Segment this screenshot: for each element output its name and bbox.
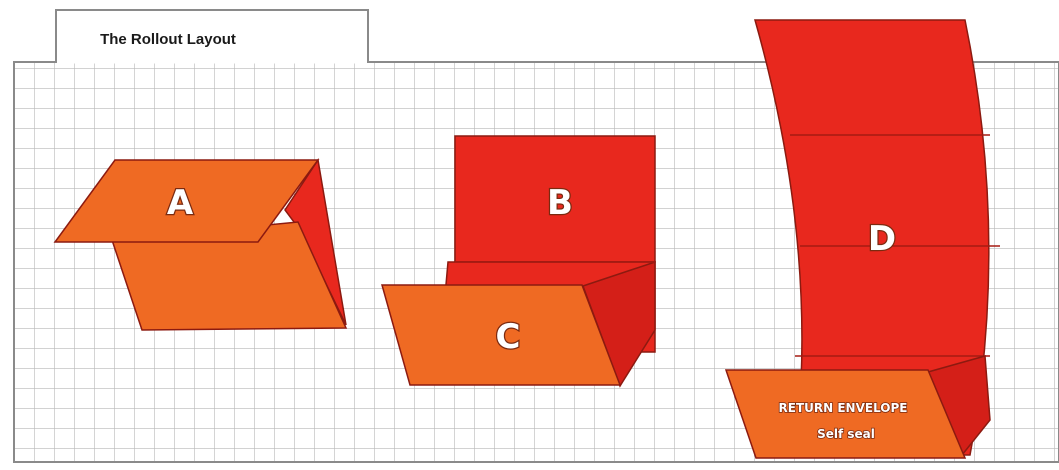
title-tab: The Rollout Layout — [56, 10, 368, 62]
panel-d-label: D — [868, 219, 896, 259]
return-envelope-title: RETURN ENVELOPE — [779, 401, 908, 415]
panel-a-label: A — [167, 183, 194, 223]
return-envelope-subtitle: Self seal — [817, 427, 875, 441]
panel-c-label: C — [496, 317, 521, 357]
tab-title: The Rollout Layout — [100, 31, 236, 48]
panel-b-label: B — [547, 183, 573, 223]
